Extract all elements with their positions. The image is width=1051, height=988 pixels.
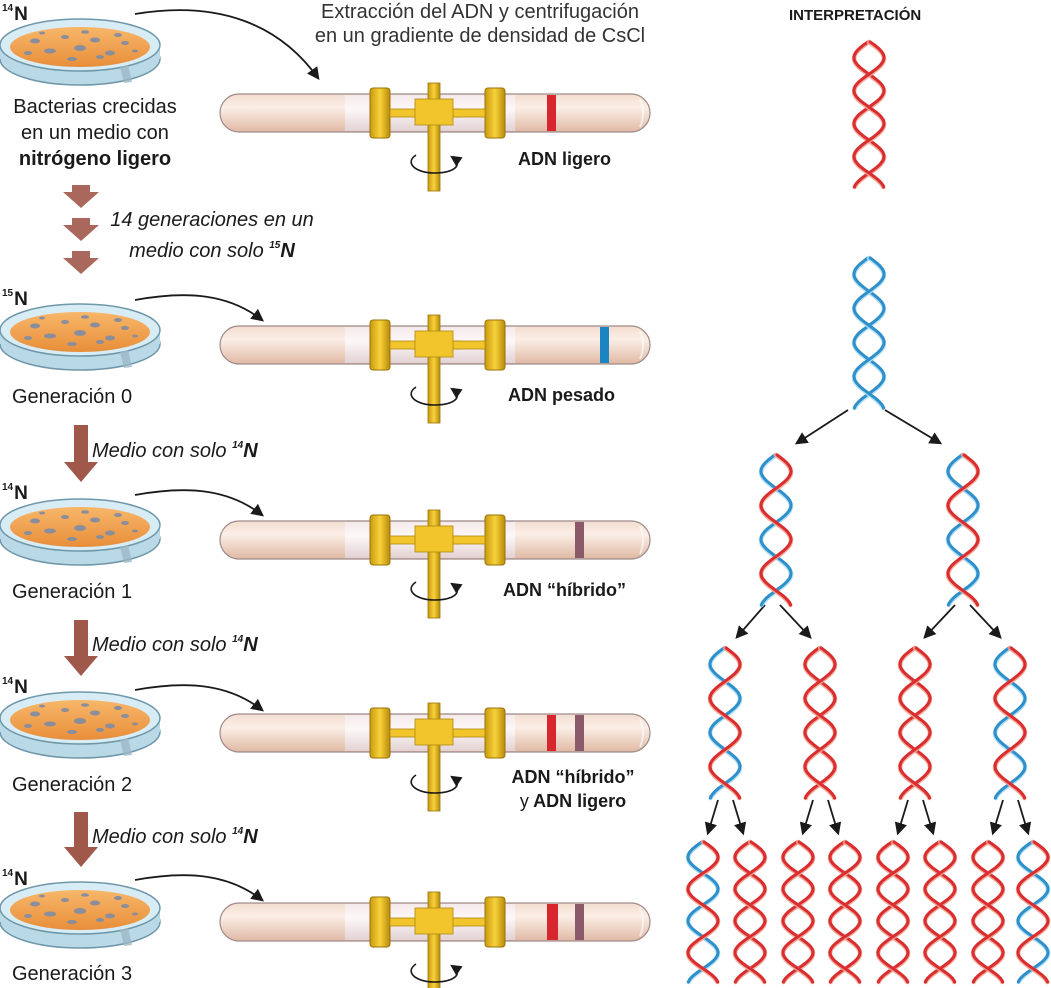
isotope-label-n14: 14N: [2, 676, 28, 698]
step-medium-n14: Medio con solo 14N: [92, 440, 258, 462]
generation-label-3: Generación 3: [12, 963, 133, 985]
transfer-arrow-gen3: [134, 874, 264, 902]
generation-arrows-14: [63, 185, 99, 274]
band-light: [547, 904, 558, 940]
interpretation-heading: INTERPRETACIÓN: [789, 7, 922, 24]
dna-helix-light: [922, 839, 958, 985]
centrifuge-tube-gen0: [220, 315, 650, 423]
dna-helix-light: [827, 839, 863, 985]
centrifuge-tube-gen1: [220, 510, 650, 618]
petri-dish-gen2: [0, 691, 161, 759]
dna-helix-light: [780, 839, 816, 985]
method-heading-line2: en un gradiente de densidad de CsCl: [314, 25, 646, 47]
isotope-label-n14: 14N: [2, 868, 28, 890]
band-light: [547, 715, 556, 751]
dna-helices: [685, 39, 1051, 985]
dna-helix-light: [970, 839, 1006, 985]
generation-label-1: Generación 1: [12, 581, 133, 603]
transfer-arrow-gen1: [134, 489, 264, 517]
centrifuge-tube-gen3: [220, 892, 650, 988]
replication-arrows: [704, 409, 1032, 836]
tube-label-light: ADN ligero: [518, 149, 612, 169]
band-hybrid: [575, 715, 584, 751]
petri-dish-gen1: [0, 498, 161, 566]
start-caption: Bacterias crecidas en un medio con nitró…: [13, 96, 177, 170]
arrow-gen0-gen1: [64, 425, 98, 482]
generation-label-0: Generación 0: [12, 386, 133, 408]
isotope-label-n15: 15N: [2, 288, 28, 310]
step-medium-n14: Medio con solo 14N: [92, 634, 258, 656]
centrifuge-tube-start: [220, 83, 650, 191]
transfer-arrow-start: [134, 9, 320, 81]
centrifuge-tube-gen2: [220, 703, 650, 811]
tube-label-heavy: ADN pesado: [508, 385, 616, 405]
dna-helix-light: [732, 839, 768, 985]
petri-dish-gen3: [0, 881, 161, 949]
dna-helix-hybrid: [945, 452, 981, 608]
arrow-gen1-gen2: [64, 620, 98, 676]
dna-helix-heavy: [851, 255, 887, 411]
dna-helix-hybrid: [992, 645, 1028, 801]
tube-label-mix: ADN “híbrido” y ADN ligero: [511, 767, 635, 811]
method-heading: Extracción del ADN y centrifugación en u…: [260, 0, 700, 48]
dna-helix-hybrid: [707, 645, 743, 801]
isotope-label-n14: 14N: [2, 3, 28, 25]
method-heading-line1: Extracción del ADN y centrifugación: [321, 1, 639, 23]
tube-label-hybrid: ADN “híbrido”: [503, 580, 626, 600]
transfer-arrow-gen0: [134, 294, 264, 322]
petri-dish-start: [0, 18, 161, 86]
dna-helix-light: [851, 39, 887, 190]
band-light: [547, 95, 556, 131]
dna-helix-light: [802, 645, 838, 801]
isotope-label-n14: 14N: [2, 482, 28, 504]
band-heavy: [600, 327, 609, 363]
arrow-gen2-gen3: [64, 812, 98, 867]
band-hybrid: [575, 522, 584, 558]
step-14-generations: 14 generaciones en un medio con solo 15N: [110, 209, 314, 262]
generation-label-2: Generación 2: [12, 774, 133, 796]
dna-helix-hybrid: [758, 452, 794, 608]
step-medium-n14: Medio con solo 14N: [92, 826, 258, 848]
band-hybrid: [575, 904, 584, 940]
petri-dish-gen0: [0, 303, 161, 371]
transfer-arrow-gen2: [134, 684, 264, 712]
dna-helix-light: [875, 839, 911, 985]
dna-helix-hybrid: [1015, 839, 1051, 985]
dna-helix-light: [897, 645, 933, 801]
dna-helix-hybrid: [685, 839, 721, 985]
